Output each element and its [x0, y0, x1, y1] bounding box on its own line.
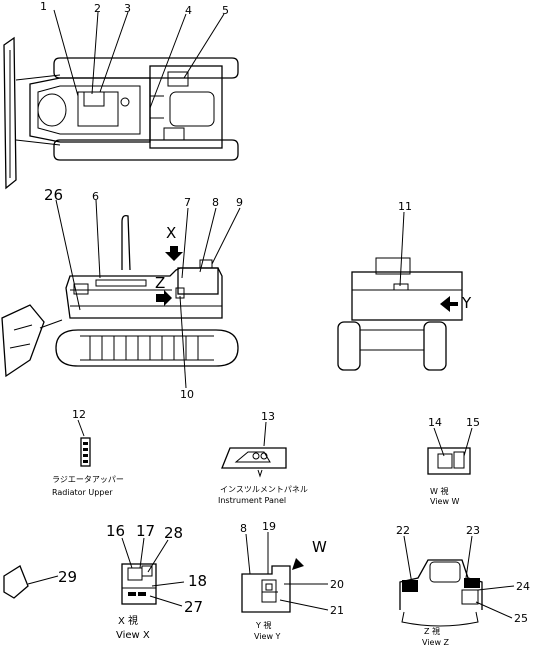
- callout-25: 25: [514, 612, 528, 625]
- callout-18: 18: [188, 572, 207, 590]
- caption-view-w-en: View W: [430, 497, 460, 506]
- callout-11: 11: [398, 200, 412, 213]
- caption-panel-jp: インスツルメントパネル: [220, 485, 308, 494]
- callout-16: 16: [106, 522, 125, 540]
- callout-5: 5: [222, 4, 229, 17]
- callout-2: 2: [94, 2, 101, 15]
- caption-view-w-jp: W 視: [430, 487, 448, 496]
- caption-view-x-jp: X 視: [118, 614, 138, 627]
- caption-view-z-en: View Z: [422, 638, 450, 647]
- view-y-component: [241, 565, 291, 613]
- leader-12: [77, 419, 85, 437]
- view-y-leaders: [245, 532, 329, 611]
- callout-28: 28: [164, 524, 183, 542]
- view-arrow-x-icon: [165, 246, 183, 261]
- instrument-panel: [221, 447, 287, 478]
- side-view-machine: [1, 214, 239, 378]
- callout-7: 7: [184, 196, 191, 209]
- callout-9: 9: [236, 196, 243, 209]
- callout-6: 6: [92, 190, 99, 203]
- callout-10: 10: [180, 388, 194, 401]
- caption-view-y-jp: Y 視: [255, 621, 271, 630]
- leader-15: [463, 427, 473, 457]
- caption-view-x-en: View X: [116, 630, 150, 641]
- leader-29: [27, 575, 59, 585]
- view-w-component: [427, 447, 471, 475]
- callout-24: 24: [516, 580, 530, 593]
- callout-13: 13: [261, 410, 275, 423]
- view-arrow-z-label: Z: [155, 274, 165, 292]
- view-arrow-y-label: Y: [461, 294, 472, 312]
- caption-view-y-en: View Y: [254, 632, 281, 641]
- view-x-leaders: [121, 537, 185, 607]
- view-z-leaders: [403, 535, 515, 619]
- callout-29: 29: [58, 568, 77, 586]
- view-arrow-w-icon: [292, 556, 306, 570]
- leader-14: [433, 427, 445, 457]
- side-view-leaders: [55, 199, 241, 389]
- leader-13: [263, 421, 267, 447]
- view-arrow-w-label: W: [312, 538, 327, 556]
- callout-15: 15: [466, 416, 480, 429]
- part-29-plate: [3, 565, 29, 599]
- callout-1: 1: [40, 0, 47, 13]
- callout-21: 21: [330, 604, 344, 617]
- radiator-upper-plate: [80, 437, 91, 467]
- callout-17: 17: [136, 522, 155, 540]
- view-arrow-z-icon: [156, 290, 172, 306]
- callout-26: 26: [44, 186, 63, 204]
- callout-19: 19: [262, 520, 276, 533]
- view-arrow-y-icon: [440, 296, 458, 312]
- callout-8: 8: [212, 196, 219, 209]
- view-x-component: [121, 563, 157, 605]
- leader-11: [399, 211, 405, 287]
- callout-20: 20: [330, 578, 344, 591]
- callout-12: 12: [72, 408, 86, 421]
- rear-view-machine: [337, 257, 463, 371]
- callout-4: 4: [185, 4, 192, 17]
- caption-radiator-en: Radiator Upper: [52, 488, 113, 497]
- view-arrow-x-label: X: [166, 224, 176, 242]
- callout-27: 27: [184, 598, 203, 616]
- callout-23: 23: [466, 524, 480, 537]
- top-view-leaders: [53, 9, 225, 109]
- caption-view-z-jp: Z 視: [424, 627, 440, 636]
- callout-3: 3: [124, 2, 131, 15]
- callout-22: 22: [396, 524, 410, 537]
- callout-14: 14: [428, 416, 442, 429]
- caption-radiator-jp: ラジエータアッパー: [52, 475, 124, 484]
- callout-8-view-y: 8: [240, 522, 247, 535]
- top-view-machine: [3, 36, 239, 190]
- view-z-component: [399, 559, 483, 627]
- caption-panel-en: Instrument Panel: [218, 496, 286, 505]
